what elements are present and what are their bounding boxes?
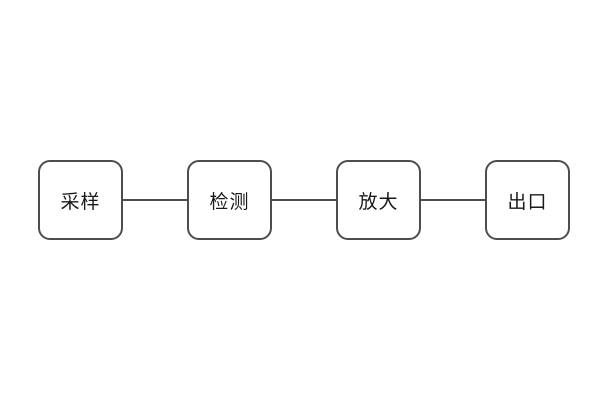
connector-line-2: [272, 199, 336, 201]
flow-row: 采样 检测 放大 出口: [38, 160, 570, 240]
flow-node-sampling-label: 采样: [60, 191, 101, 213]
connector-line-3: [421, 199, 485, 201]
connector-line-1: [123, 199, 187, 201]
flow-node-detection-label: 检测: [209, 191, 250, 213]
flow-node-detection: 检测: [187, 160, 272, 240]
flow-node-amplification: 放大: [336, 160, 421, 240]
flow-node-output-label: 出口: [507, 191, 548, 213]
flow-node-sampling: 采样: [38, 160, 123, 240]
flow-node-output: 出口: [485, 160, 570, 240]
flow-node-amplification-label: 放大: [358, 191, 399, 213]
